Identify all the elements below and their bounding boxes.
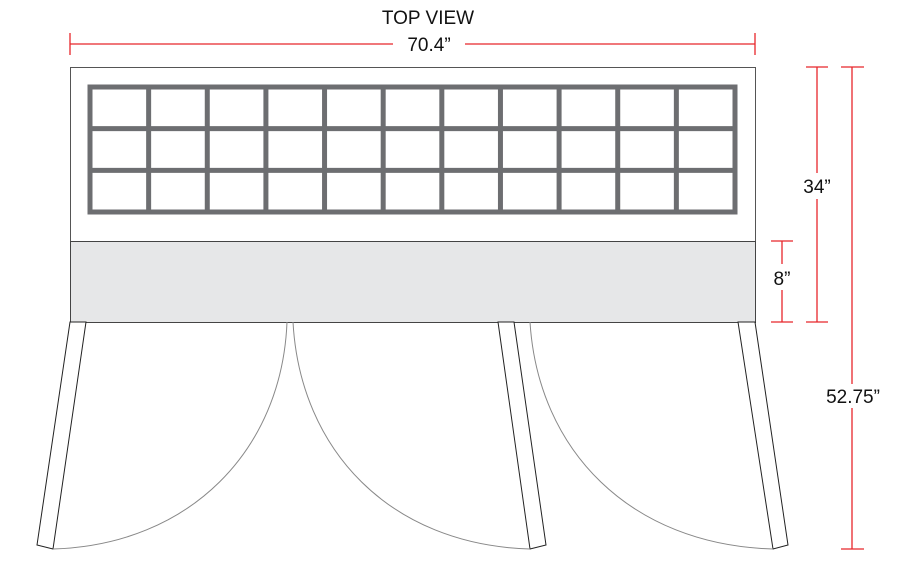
body-depth-dimension: 34” xyxy=(803,66,831,323)
width-dimension: 70.4” xyxy=(69,33,756,56)
door-1 xyxy=(36,321,288,550)
door-3 xyxy=(529,321,789,550)
width-label: 70.4” xyxy=(407,35,450,56)
door-2 xyxy=(292,321,547,550)
body-depth-label: 34” xyxy=(803,177,830,198)
total-depth-dimension: 52.75” xyxy=(826,66,880,550)
pan-grid xyxy=(87,84,738,215)
band-depth-dimension: 8” xyxy=(771,240,793,323)
diagram-title: TOP VIEW xyxy=(382,8,474,29)
front-band xyxy=(70,241,756,323)
grid-outline xyxy=(87,84,738,215)
band-depth-label: 8” xyxy=(774,269,791,290)
total-depth-label: 52.75” xyxy=(826,387,880,408)
